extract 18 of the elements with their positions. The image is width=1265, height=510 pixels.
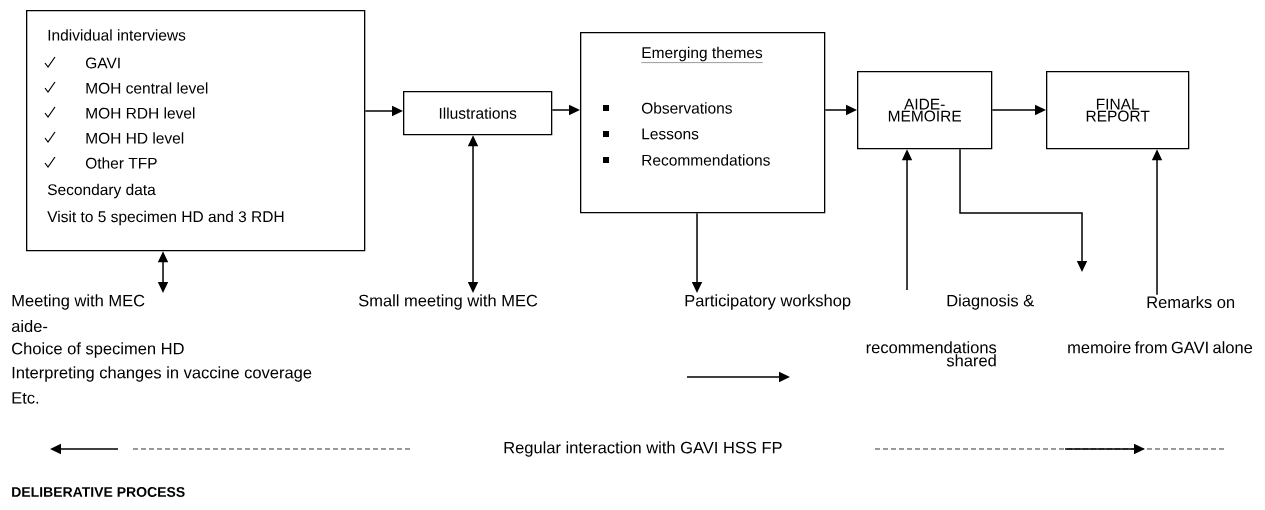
note-text: recommendations shared xyxy=(866,341,997,367)
note-text: Interpreting changes in vaccine coverage xyxy=(12,366,312,382)
text-label: Small meeting with MEC xyxy=(358,294,538,310)
text-label: Participatory workshop xyxy=(685,294,851,310)
note-text: Etc. xyxy=(12,392,39,404)
note-text: aide- xyxy=(11,319,48,333)
themes-box: Emerging themes Observations Lessons Recommendations xyxy=(580,32,826,214)
text-label: Remarks on xyxy=(1147,295,1235,309)
text-label: Meeting with MEC xyxy=(12,294,145,310)
process-box: AIDE-MEMOIRE xyxy=(857,71,993,150)
text-label: Diagnosis & xyxy=(947,294,1034,310)
interaction-label: Regular interaction with GAVI HSS FP xyxy=(504,441,782,457)
interview-box: Individual interviews GAVI MOH central level MOH RDH level MOH HD level Other TFP Secondary data Visit to 5 specimen HD and 3 RDH xyxy=(26,10,366,252)
caption: DELIBERATIVE PROCESS xyxy=(12,487,185,497)
note-text: memoire from GAVI alone xyxy=(1068,341,1253,354)
note-text: Choice of specimen HD xyxy=(12,342,184,358)
process-box: FINAL REPORT xyxy=(1046,71,1190,150)
process-box: Illustrations xyxy=(403,91,553,136)
